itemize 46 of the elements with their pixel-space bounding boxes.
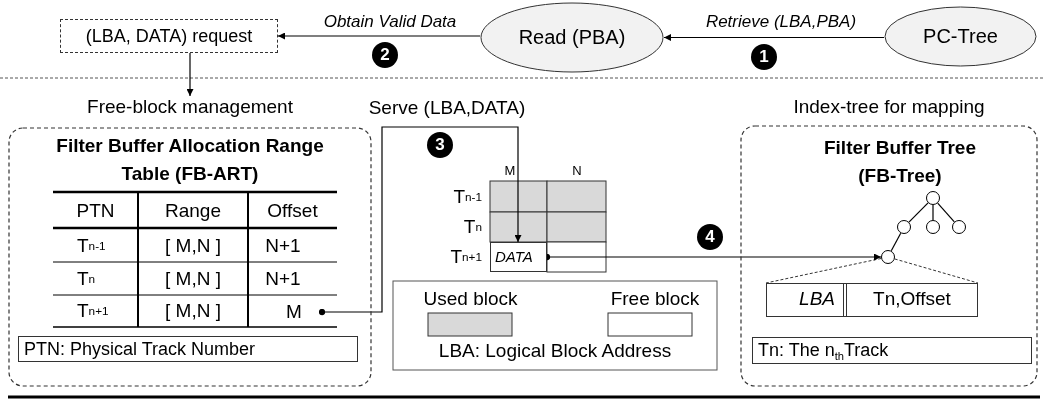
tree-node <box>926 220 940 234</box>
step-number: 4 <box>697 224 723 250</box>
table-cell-text: N+1 <box>264 266 302 291</box>
table-cell-text: Offset <box>266 199 319 223</box>
record-field: Tn,Offset <box>847 284 977 316</box>
text-label: Serve (LBA,DATA) <box>372 96 522 120</box>
arrow <box>277 32 481 40</box>
step-number: 1 <box>751 44 777 70</box>
arrow <box>318 126 522 316</box>
section-heading: Index-tree for mapping <box>792 96 986 118</box>
node-label: PC-Tree <box>923 25 998 48</box>
column-label: N <box>571 161 583 179</box>
tree-branch <box>890 232 902 252</box>
tree-branch <box>908 202 929 223</box>
tree-branch <box>937 202 955 223</box>
step-number: 2 <box>372 42 398 68</box>
note-box: Tn: The n$_{th}$Track <box>752 337 1032 364</box>
tree-node <box>926 191 940 205</box>
table-cell-text: [ M,N ] <box>164 299 222 323</box>
tree-branch <box>932 204 934 221</box>
table-cell-text: N+1 <box>264 233 302 258</box>
edge-label: Retrieve (LBA,PBA) <box>703 12 859 31</box>
tree-node <box>881 250 895 264</box>
table-cell-text: Range <box>164 199 222 223</box>
arrow <box>663 34 885 41</box>
record-field: LBA <box>767 284 847 316</box>
table-cell-text: PTN <box>75 199 116 223</box>
node-label: Read (PBA) <box>518 26 626 49</box>
request-box: (LBA, DATA) request <box>60 19 278 53</box>
legend-label: Free block <box>609 287 701 311</box>
step-number: 3 <box>427 132 453 158</box>
arrow <box>186 52 194 97</box>
panel-title: Filter Buffer Tree (FB-Tree) <box>822 136 977 188</box>
table-cell: M <box>266 296 322 327</box>
panel-title: Filter Buffer Allocation Range Table (FB-ART) <box>55 134 325 186</box>
table-cell-text: [ M,N ] <box>164 266 222 291</box>
column-label: M <box>503 161 517 179</box>
record-box <box>766 283 978 317</box>
tree-node <box>952 220 966 234</box>
note-box: PTN: Physical Track Number <box>18 336 358 362</box>
data-cell: DATA <box>490 242 547 272</box>
text-label: LBA: Logical Block Address <box>437 339 673 363</box>
table-cell-text: [ M,N ] <box>164 233 222 258</box>
legend-label: Used block <box>422 287 519 311</box>
tree-node <box>897 220 911 234</box>
section-heading: Free-block management <box>86 96 294 118</box>
